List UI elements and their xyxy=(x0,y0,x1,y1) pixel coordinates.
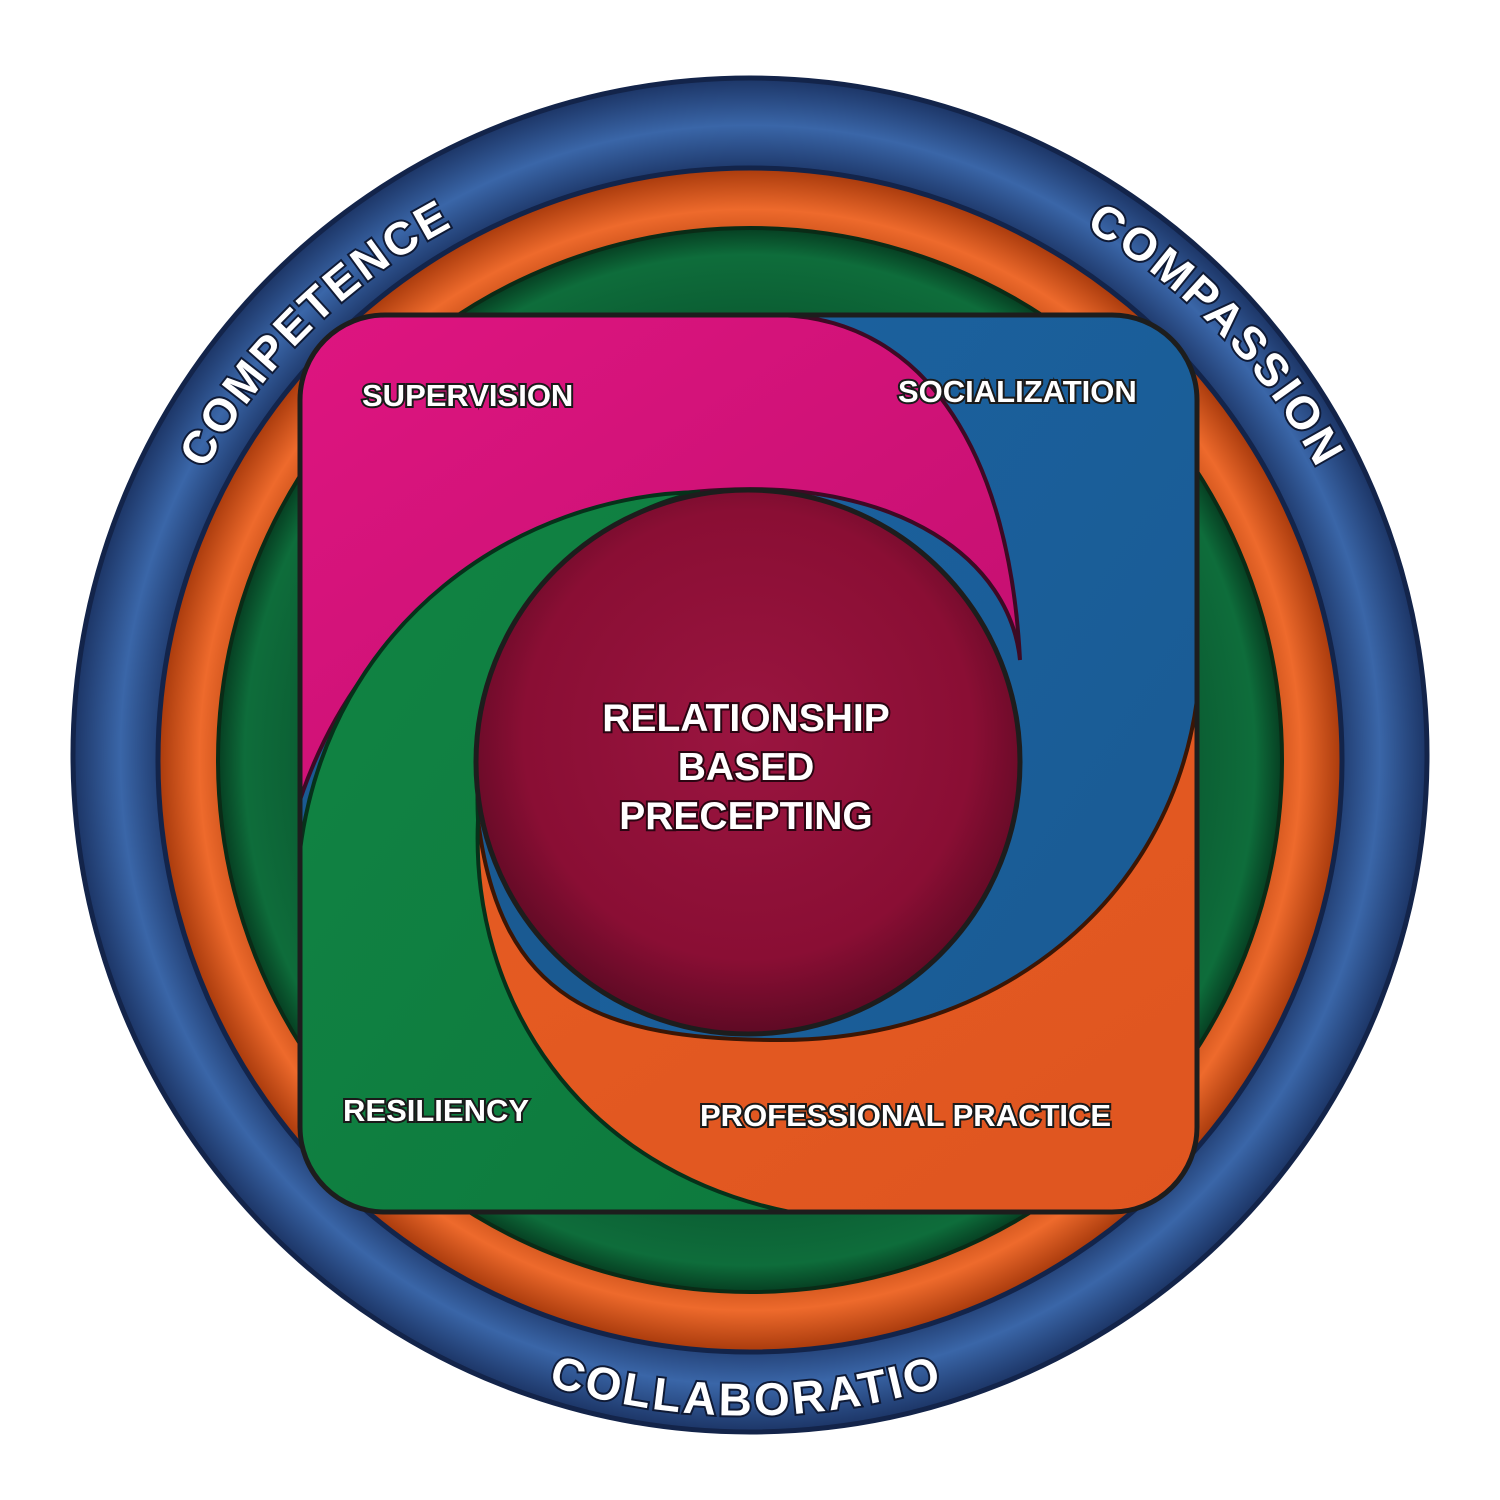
swirl-square-border xyxy=(297,312,1200,1215)
center-title-line-3: PRECEPTING xyxy=(619,795,873,838)
center-title-line-1: RELATIONSHIP xyxy=(602,697,889,740)
center-title-line-2: BASED xyxy=(678,746,815,789)
resiliency-label: RESILIENCY xyxy=(343,1093,529,1128)
professional-practice-label: PROFESSIONAL PRACTICE xyxy=(700,1098,1111,1133)
supervision-label: SUPERVISION xyxy=(362,378,573,413)
center-circle xyxy=(473,487,1023,1037)
socialization-label: SOCIALIZATION xyxy=(898,374,1137,409)
